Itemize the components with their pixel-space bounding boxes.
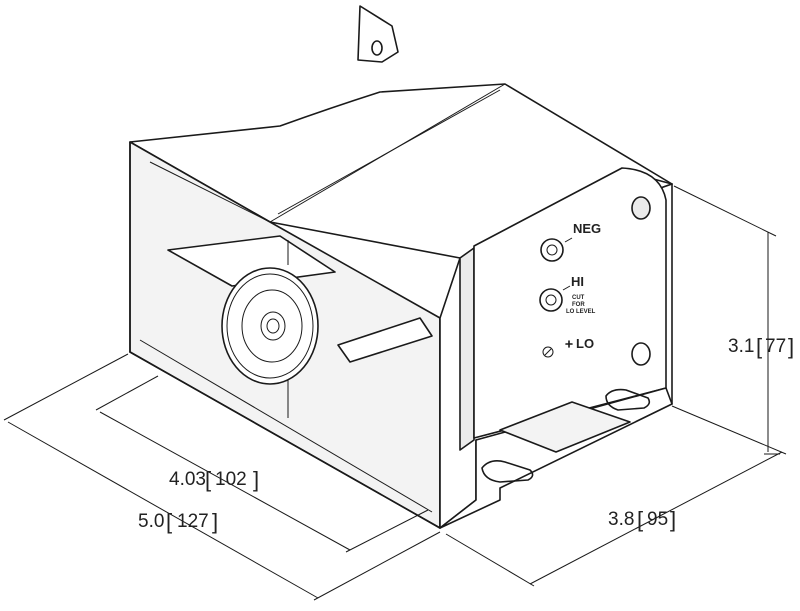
volume-note-line1: CUT	[572, 295, 585, 301]
dim-depth-inner-metric: 102	[215, 469, 247, 490]
rear-mounting-flange	[357, 5, 399, 63]
dimension-depth-overall: 5.0 [ 127 ]	[3, 353, 441, 601]
dim-depth-inner-bracket-close: ]	[253, 467, 259, 492]
lo-label: LO	[576, 336, 594, 351]
foot-recess	[499, 401, 631, 453]
dim-height-value: 3.1	[728, 336, 754, 357]
dimension-depth-inner: 4.03 [ 102 ]	[95, 375, 429, 553]
dim-depth-inner-value: 4.03	[169, 469, 206, 490]
dimension-height: 3.1 [ 77 ]	[673, 185, 794, 455]
bottom-mounting-foot	[439, 387, 673, 529]
plus-icon	[565, 340, 573, 348]
mounting-hole-lower	[631, 342, 651, 366]
hi-terminal-nut	[539, 288, 563, 312]
terminal-hi: HI CUT FOR LO LEVEL	[539, 274, 596, 315]
volume-note-line3: LO LEVEL	[566, 309, 596, 315]
foot-slot-left	[481, 460, 534, 483]
dim-depth-overall-value: 5.0	[138, 511, 164, 532]
volume-note-line2: FOR	[572, 302, 585, 308]
dim-height-bracket-open: [	[756, 334, 762, 359]
lo-screw	[542, 346, 554, 358]
dim-depth-overall-bracket-open: [	[166, 509, 172, 534]
hi-label: HI	[571, 274, 584, 289]
neg-terminal-nut	[540, 238, 564, 262]
terminal-plate	[473, 167, 667, 439]
dim-height-metric: 77	[765, 336, 786, 357]
mounting-hole-upper	[631, 196, 651, 220]
dimension-width: 3.8 [ 95 ]	[445, 405, 787, 587]
dim-width-bracket-close: ]	[670, 507, 676, 532]
neg-label: NEG	[573, 221, 601, 236]
dim-depth-inner-bracket-open: [	[205, 467, 211, 492]
dim-width-bracket-open: [	[637, 507, 643, 532]
dim-depth-overall-bracket-close: ]	[212, 509, 218, 534]
dim-height-bracket-close: ]	[788, 334, 794, 359]
dim-depth-overall-metric: 127	[177, 511, 209, 532]
foot-slot-right	[605, 388, 651, 411]
speaker-driver	[221, 267, 319, 385]
dim-width-metric: 95	[647, 509, 668, 530]
terminal-lo: LO	[542, 336, 594, 358]
terminal-neg: NEG	[540, 221, 601, 262]
dim-width-value: 3.8	[608, 509, 634, 530]
